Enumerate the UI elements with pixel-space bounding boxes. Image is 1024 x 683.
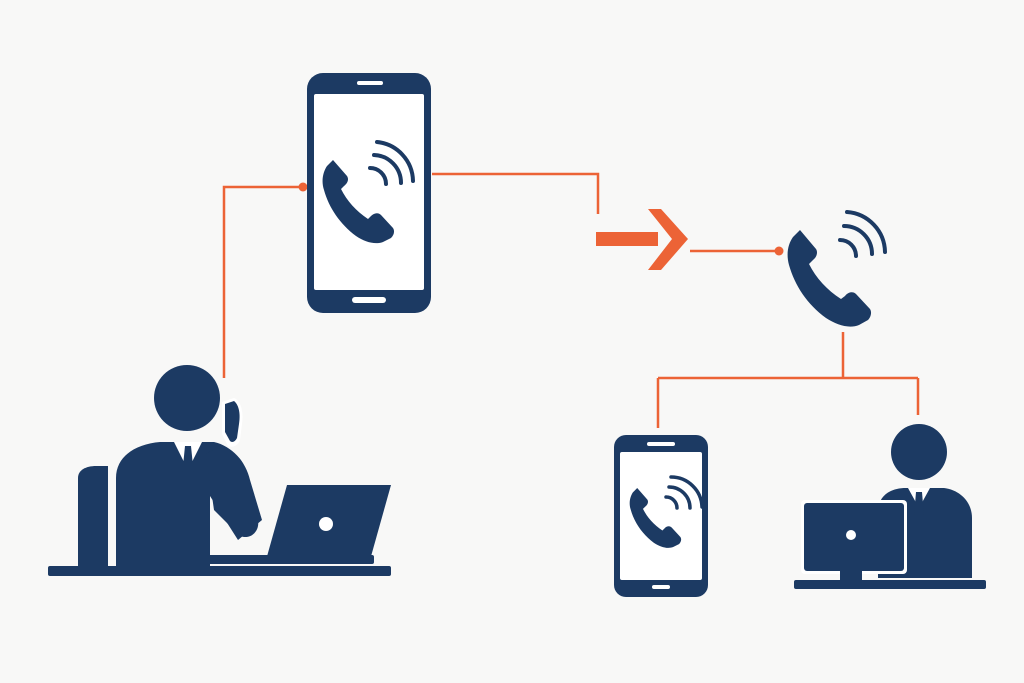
ringing-handset-icon: [787, 210, 887, 327]
arrow-right-icon: [596, 209, 688, 270]
person-on-phone-at-laptop-icon: [48, 365, 391, 576]
person-at-computer-icon: [794, 424, 986, 589]
connectors: [222, 172, 920, 428]
connector-caller-to-phone: [222, 185, 303, 378]
smartphone-incoming-call-icon: [614, 435, 708, 597]
smartphone-incoming-call-icon: [307, 73, 431, 313]
connector-dot-handset: [774, 246, 784, 256]
connector-dot-phone: [298, 182, 308, 192]
connector-phone-to-arrow: [432, 172, 600, 214]
connector-handset-branch: [656, 332, 920, 428]
